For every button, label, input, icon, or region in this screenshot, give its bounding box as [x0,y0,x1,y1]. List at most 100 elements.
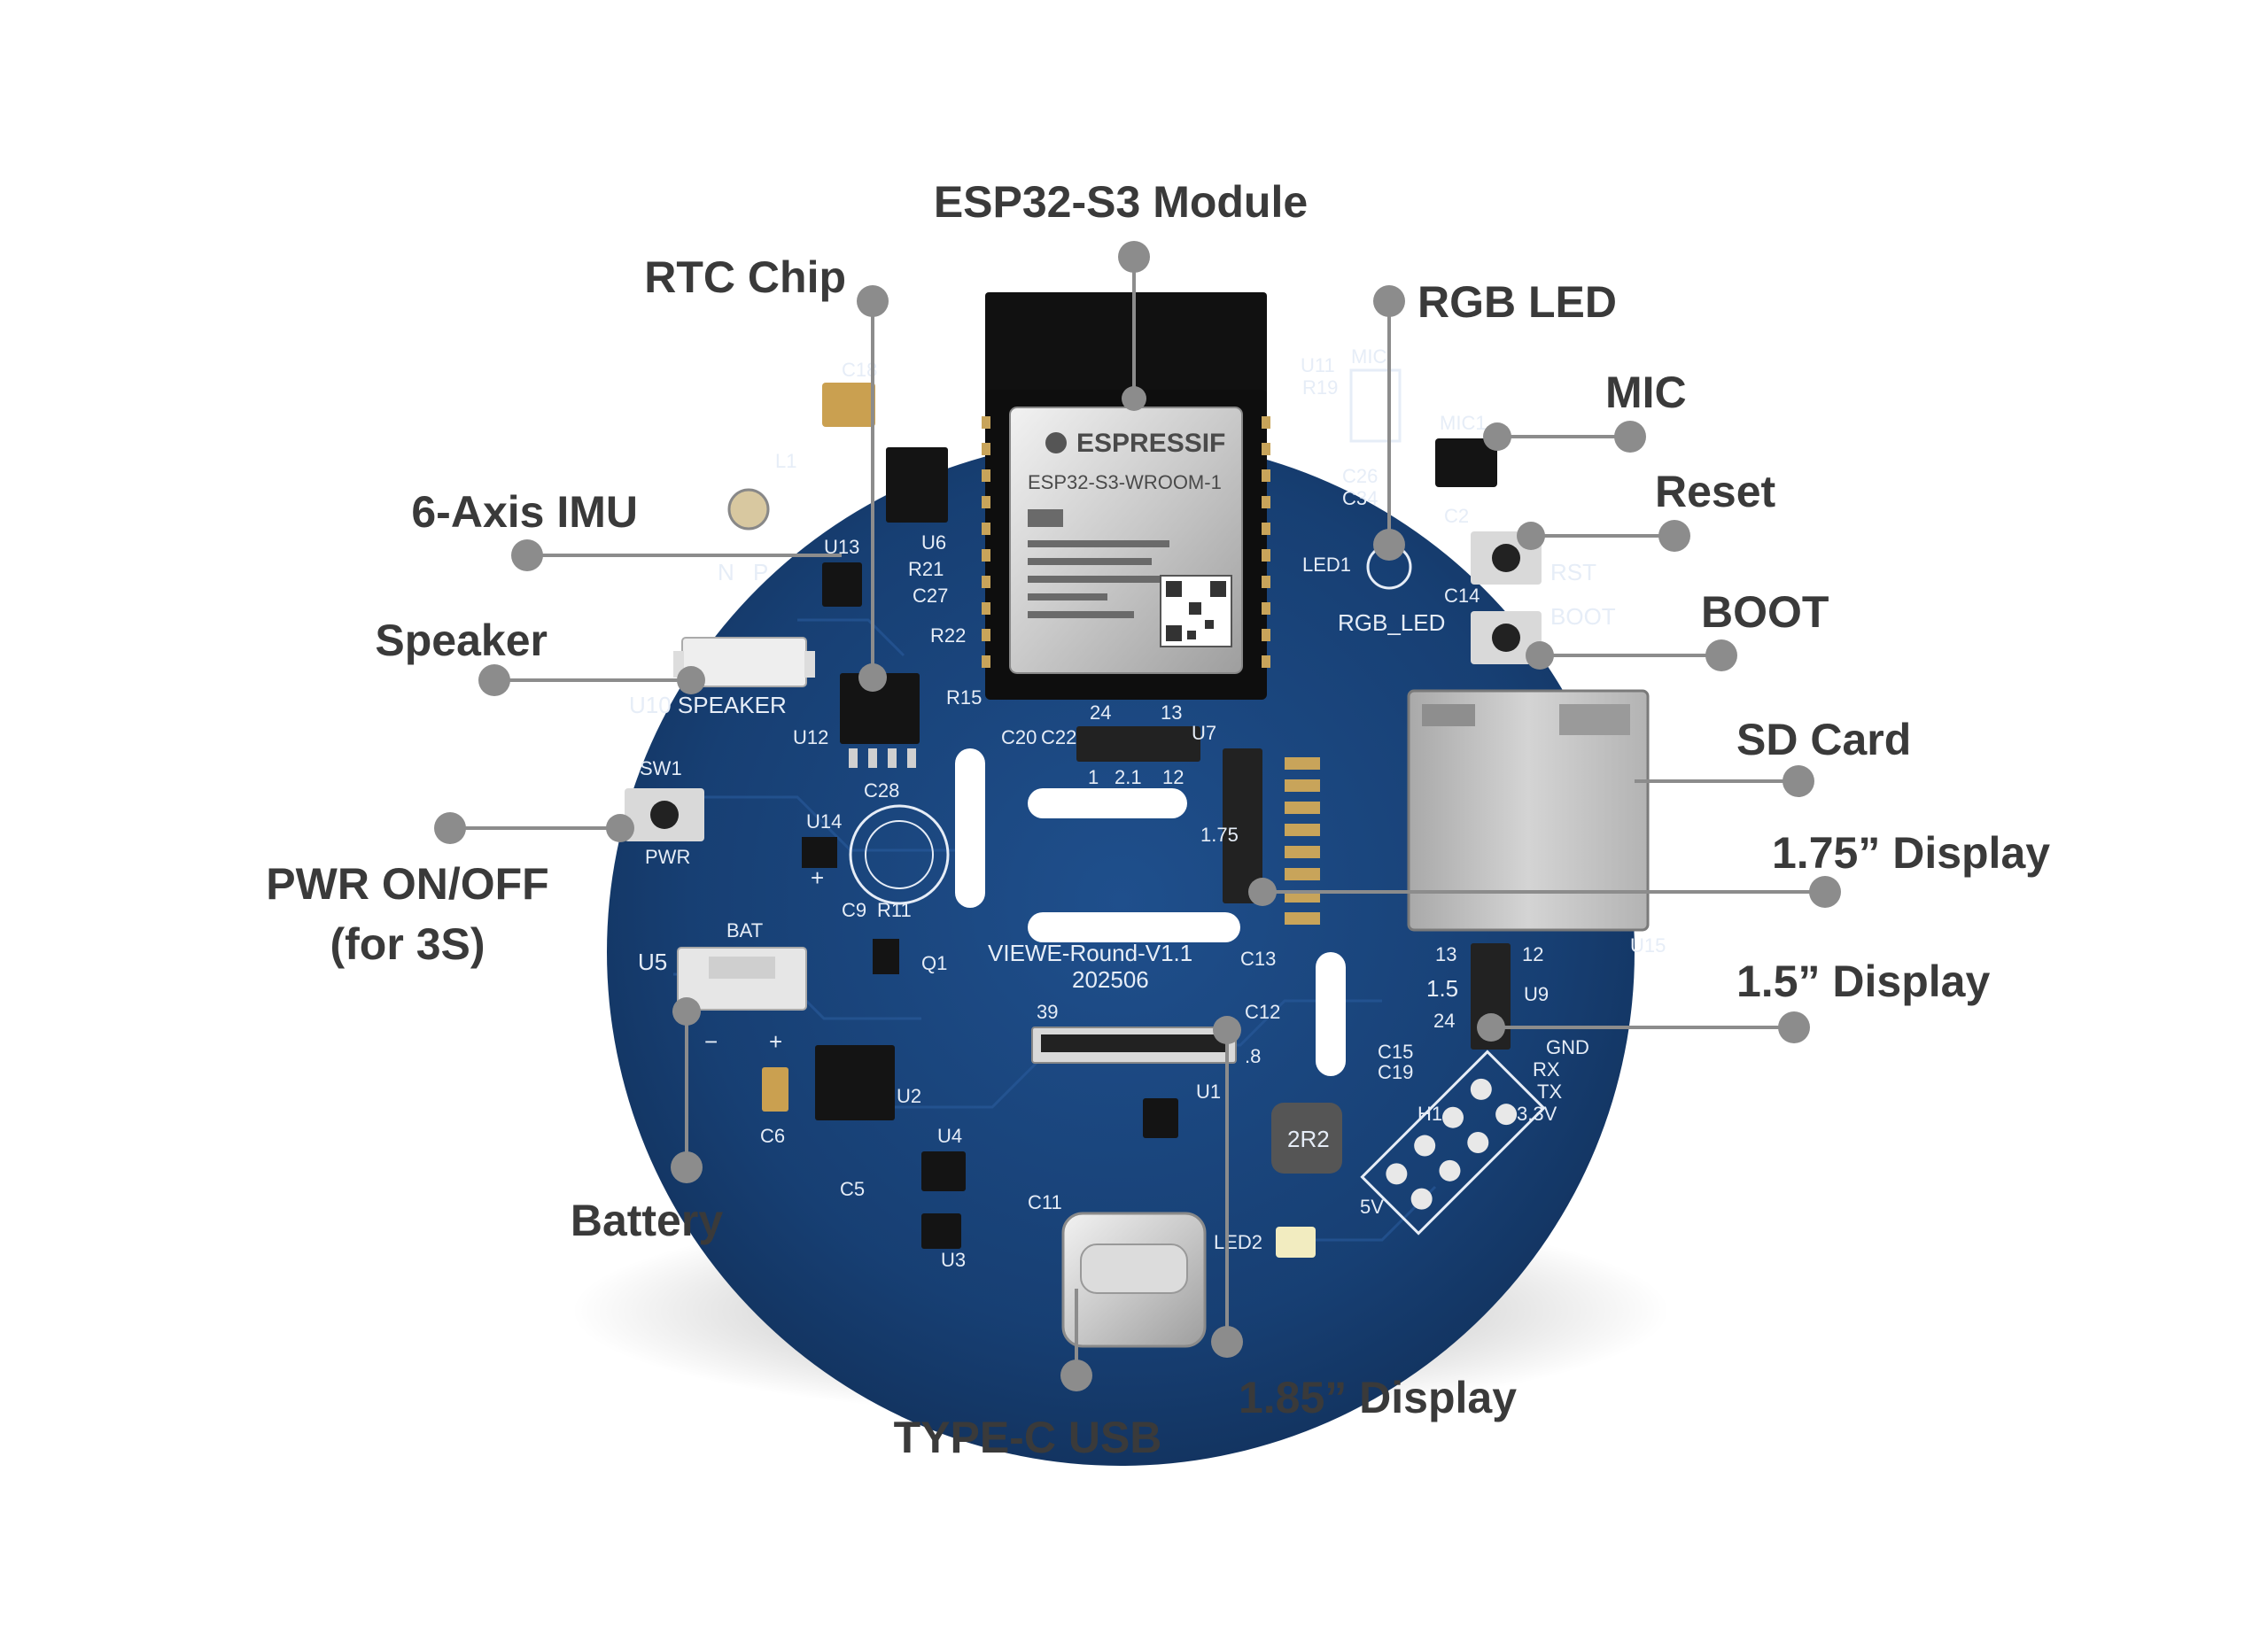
label-rgb-led: RGB LED [1418,277,1617,327]
label-display-185: 1.85” Display [1239,1373,1517,1422]
fpc-connector-2-1 [1076,726,1200,762]
inductor-2r2 [1271,1103,1342,1174]
silk-u12: U12 [793,726,828,748]
label-display-15: 1.5” Display [1736,957,1990,1006]
silk-c19: C19 [1378,1061,1413,1083]
silk-led1: LED1 [1302,554,1351,576]
silk-sw1: SW1 [640,757,682,779]
label-rtc-chip: RTC Chip [644,252,846,302]
silk-p: P [753,559,768,585]
callout-labels: ESP32-S3 Module RTC Chip RGB LED MIC 6-A… [266,177,2050,1462]
label-pwr-on-off: PWR ON/OFF [266,859,548,909]
label-mic: MIC [1605,368,1687,417]
sd-card-slot [1407,689,1650,932]
silk-5v: 5V [1360,1196,1384,1218]
silk-n: N [718,559,734,585]
silk-u14: U14 [806,810,842,833]
mount-ring [849,804,950,905]
qr-code-icon [1160,575,1232,647]
silk-r19: R19 [1302,376,1338,399]
silk-c2: C2 [1444,505,1469,527]
silk-r22: R22 [930,624,966,647]
label-speaker: Speaker [375,616,548,665]
label-display-175: 1.75” Display [1772,828,2050,878]
label-battery: Battery [571,1196,723,1245]
silk-u9: U9 [1524,983,1549,1005]
silk-fpc-39: 39 [1037,1001,1058,1023]
silk-u1: U1 [1196,1081,1221,1103]
esp32-module: ESPRESSIF ESP32-S3-WROOM-1 [982,292,1270,700]
silk-r15: R15 [946,686,982,709]
label-pwr-note: (for 3S) [330,919,485,969]
silk-led2: LED2 [1214,1231,1262,1253]
silk-gnd: GND [1546,1036,1589,1058]
silk-boot: BOOT [1550,603,1616,630]
silk-plus-u14: + [811,864,824,891]
silk-c11: C11 [1028,1191,1062,1213]
silk-r21: R21 [908,558,944,580]
board-slot-mid [1028,912,1240,942]
silk-u15: U15 [1630,934,1666,957]
silk-fpc-13: 13 [1161,701,1182,724]
silk-rgb-led: RGB_LED [1338,609,1445,636]
boot-button-cap [1492,624,1520,652]
silk-u11: U11 [1301,354,1335,376]
silk-h1: H1 [1418,1103,1442,1125]
board-slot-left [955,748,985,908]
silk-mic: MIC [1351,345,1386,368]
silk-c20: C20 [1001,726,1037,748]
board-slot-top [1028,788,1187,818]
silk-c12: C12 [1245,1001,1280,1023]
silkscreen-layer: C18 U6 R21 C27 R22 U13 N P L1 U10 SPEAKE… [625,345,1666,1348]
rtc-chip-package [886,447,948,523]
label-sd-card: SD Card [1736,715,1911,764]
silk-fpc-24: 24 [1090,701,1111,724]
silk-minus: − [704,1028,718,1055]
silk-c26: C26 [1342,465,1378,487]
silk-c13: C13 [1240,948,1276,970]
u2-chip [815,1045,895,1120]
uart-header [1360,1050,1546,1236]
silk-c27: C27 [913,585,948,607]
silk-c9: C9 [842,899,866,921]
silk-inductor: 2R2 [1287,1126,1330,1152]
mic1-chip [1435,438,1497,487]
silk-c15: C15 [1378,1041,1413,1063]
silk-pwr: PWR [645,846,690,868]
label-reset: Reset [1655,467,1776,516]
silk-u4: U4 [937,1125,962,1147]
reset-button-cap [1492,544,1520,572]
silk-fpc-24b: 24 [1433,1010,1455,1032]
silk-u6: U6 [921,531,946,554]
label-boot: BOOT [1701,587,1829,637]
board-slot-right [1316,952,1346,1076]
callout-leaders [434,241,1841,1391]
fpc-connector-1-75 [1223,748,1262,903]
silk-speaker: U10 SPEAKER [629,692,787,718]
mic-footprint [1349,368,1402,443]
silk-u5: U5 [638,949,667,975]
label-type-c-usb: TYPE-C USB [894,1413,1162,1462]
silk-q1: Q1 [921,952,947,974]
mic-trimmer [727,488,770,531]
silk-c5: C5 [840,1178,865,1200]
imu-chip-package [822,562,862,607]
silk-c34: C34 [1342,487,1378,509]
silk-fpc-12: 12 [1162,766,1184,788]
module-part: ESP32-S3-WROOM-1 [1028,471,1222,493]
silk-rx: RX [1533,1058,1560,1081]
board-name: VIEWE-Round-V1.1 [988,940,1192,966]
silk-u7: U7 [1192,722,1216,744]
silk-plus-bat: + [769,1028,782,1055]
led2 [1276,1227,1316,1258]
module-brand: ESPRESSIF [1076,429,1225,458]
u14-chip [802,837,837,868]
silk-size-18: .8 [1245,1045,1261,1067]
silk-c14: C14 [1444,585,1480,607]
silk-33v: 3.3V [1517,1103,1557,1125]
silk-bat: BAT [726,919,763,941]
silk-c22: C22 [1041,726,1076,748]
u12-chip [840,673,920,744]
silk-c6: C6 [760,1125,785,1147]
